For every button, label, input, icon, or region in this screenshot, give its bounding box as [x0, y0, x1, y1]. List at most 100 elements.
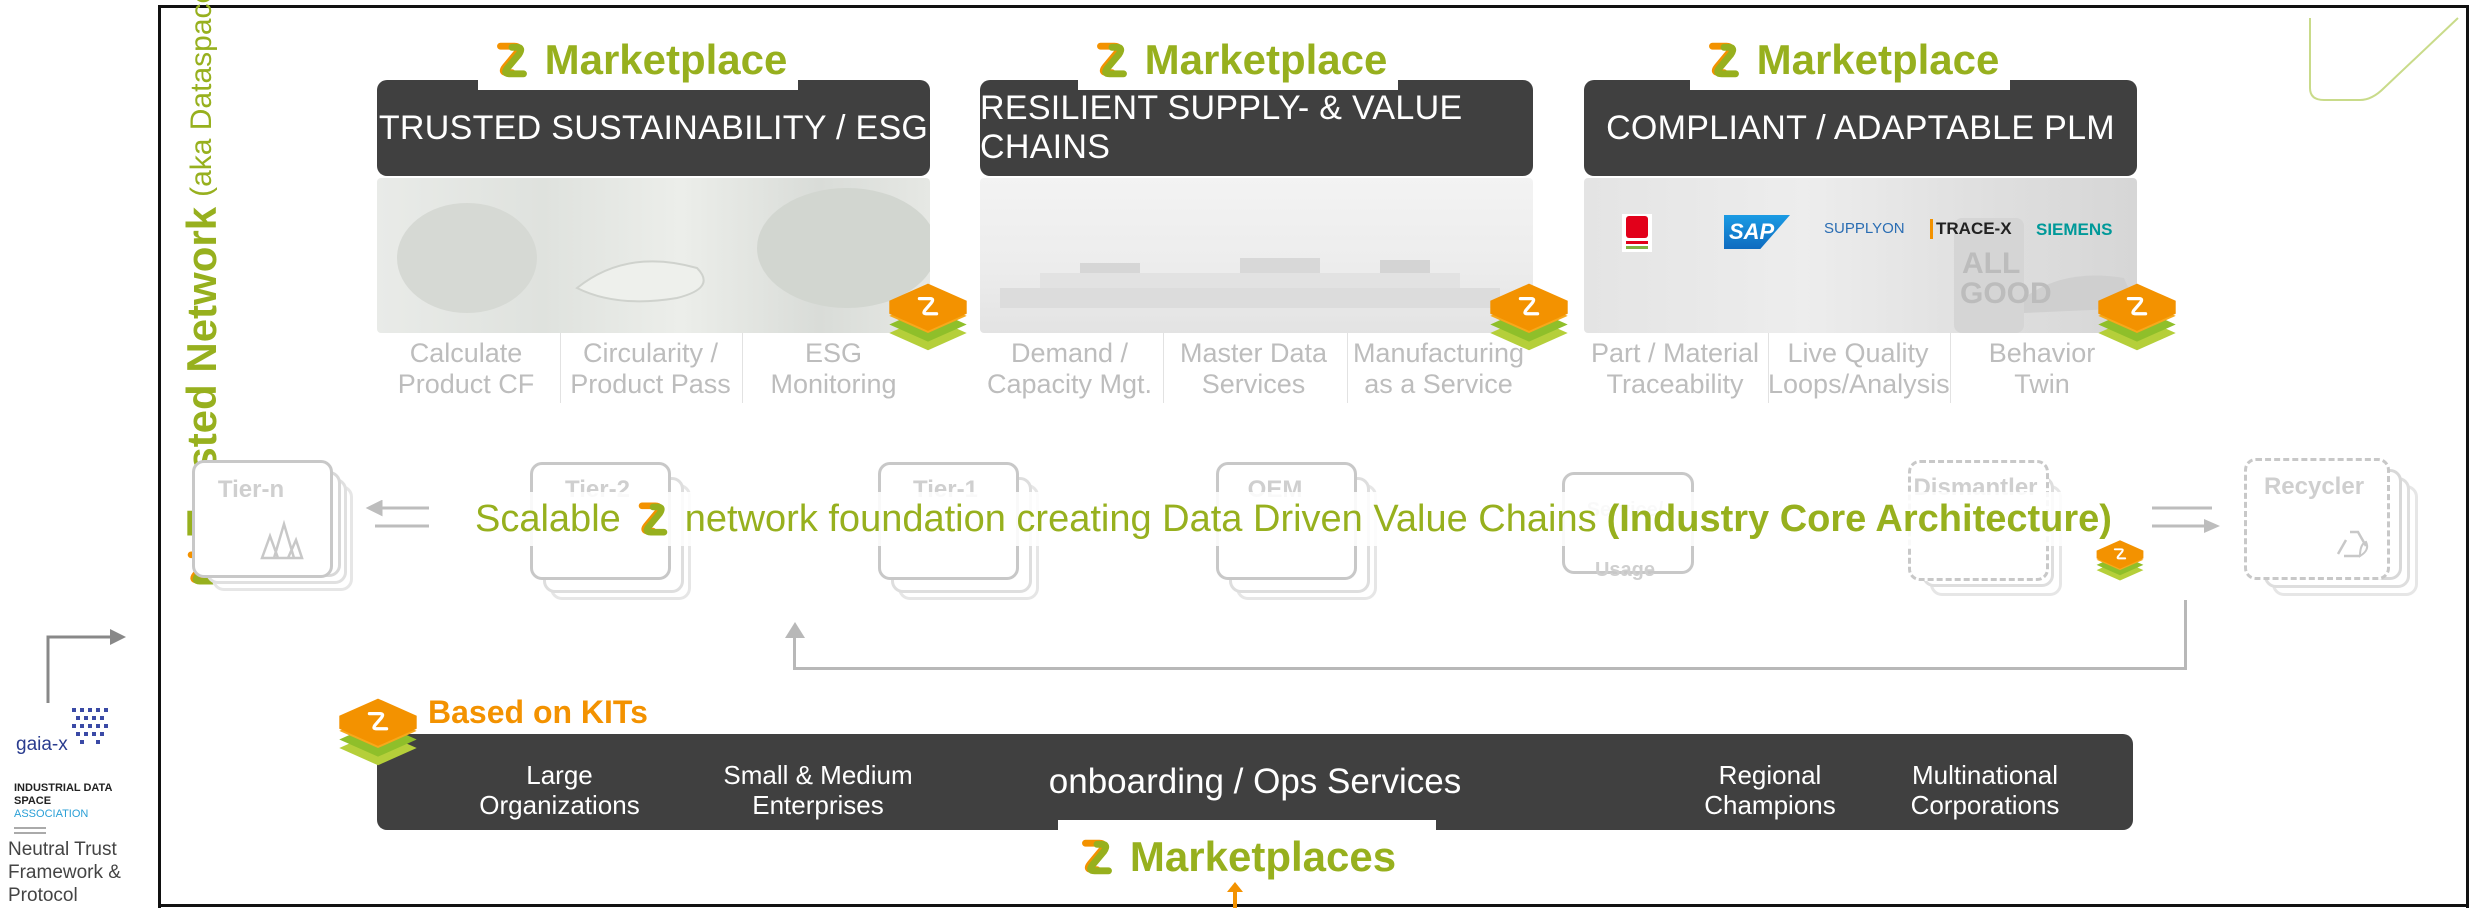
panel-3-service-3: Behavior Twin: [1952, 338, 2132, 400]
service-line-1: Part / Material: [1590, 338, 1760, 368]
bottom-item-line-1: Multinational: [1912, 760, 2058, 790]
panel-2-marketplace-tab: Marketplace: [1078, 30, 1398, 90]
service-separator: [1347, 333, 1348, 403]
panel-3-photo-art: ALL GOOD: [1954, 218, 2137, 333]
bottom-item-line-2: Corporations: [1910, 790, 2060, 820]
headline-mid: network foundation creating Data Driven …: [684, 497, 1597, 540]
gaiax-label: gaia-x: [16, 734, 68, 755]
onboarding-label: onboarding / Ops Services: [1048, 762, 1462, 801]
service-line-1: Demand /: [1010, 338, 1129, 368]
tracex-logo: TRACE-X: [1930, 219, 2012, 239]
panel-1-photo: [377, 178, 930, 333]
neutral-line-3: Protocol: [8, 885, 78, 906]
service-line-1: Manufacturing: [1352, 338, 1525, 368]
photo-sign-text: ALL: [1962, 247, 2020, 280]
tracex-logo-text: TRACE-X: [1936, 219, 2012, 238]
trusted-network-light: (aka Dataspace): [185, 0, 218, 197]
panel-1-marketplace-label: Marketplace: [544, 36, 788, 83]
panel-1-service-1: Calculate Product CF: [381, 338, 551, 400]
onboarding-underline-tab: [1058, 820, 1436, 830]
service-line-2: Traceability: [1606, 369, 1744, 399]
panel-2-header: RESILIENT SUPPLY- & VALUE CHAINS: [980, 80, 1533, 176]
arrow-right-icon: [2152, 506, 2220, 533]
service-line-1: Behavior: [1988, 338, 2096, 368]
panel-1-service-2: Circularity / Product Pass: [563, 338, 738, 400]
panel-1-marketplace-tab: Marketplace: [478, 30, 798, 90]
arrow-up-icon: [1227, 882, 1243, 908]
panel-3-service-2: Live Quality Loops/Analysis: [1768, 338, 1950, 400]
idsa-logo: INDUSTRIAL DATA SPACE ASSOCIATION: [14, 782, 124, 834]
service-line-1: ESG: [804, 338, 863, 368]
service-line-2: Loops/Analysis: [1768, 369, 1950, 399]
panel-2-title: RESILIENT SUPPLY- & VALUE CHAINS: [980, 89, 1463, 166]
arrow-right-icon: [46, 629, 126, 703]
corner-decoration: [2309, 17, 2459, 101]
crystal-icon: [260, 519, 304, 560]
panel-1-photo-art: [397, 188, 930, 313]
supplyon-logo: SUPPLYON: [1824, 220, 1905, 237]
bottom-item-line-1: Small & Medium: [723, 760, 913, 790]
siemens-logo-text: SIEMENS: [2036, 220, 2113, 239]
panel-2-service-2: Master Data Services: [1166, 338, 1341, 400]
service-line-2: Product Pass: [570, 369, 731, 399]
gaiax-grid-icon: [72, 708, 108, 744]
kit-stack-icon: [335, 690, 421, 776]
bottom-item-regional: Regional Champions: [1680, 760, 1860, 820]
panel-3-service-1: Part / Material Traceability: [1585, 338, 1765, 400]
service-separator: [742, 333, 743, 403]
kits-label: Based on KITs: [428, 694, 648, 731]
kit-stack-icon: [2094, 275, 2180, 361]
catena-x-logo-icon: [1089, 37, 1135, 83]
service-line-2: Services: [1201, 369, 1306, 399]
service-line-2: Product CF: [397, 369, 535, 399]
frame-top-line: [158, 5, 2469, 8]
chain-headline: Scalable network foundation creating Dat…: [467, 492, 2120, 546]
panel-2-marketplace-label: Marketplace: [1144, 36, 1388, 83]
panel-3-title: COMPLIANT / ADAPTABLE PLM: [1606, 108, 2115, 147]
bottom-item-line-2: Enterprises: [752, 790, 884, 820]
bottom-center-onboarding: onboarding / Ops Services: [1040, 760, 1470, 804]
photo-sign-text-2: GOOD: [1960, 277, 2052, 310]
siemens-logo: SIEMENS: [2036, 220, 2113, 240]
feedback-line-left: [793, 630, 796, 670]
kits-label-text: Based on KITs: [428, 694, 648, 730]
tier-label: Tier-n: [217, 476, 285, 503]
arrow-up-icon: [785, 622, 805, 638]
bottom-item-line-2: Champions: [1704, 790, 1836, 820]
marketplaces-tab: Marketplaces: [1060, 828, 1410, 886]
service-line-1: Calculate: [409, 338, 523, 368]
idsa-line1: INDUSTRIAL DATA: [14, 782, 113, 794]
feedback-line-bottom: [793, 667, 2187, 670]
panel-1-header: TRUSTED SUSTAINABILITY / ESG: [377, 80, 930, 176]
headline-bold: (Industry Core Architecture): [1606, 497, 2112, 540]
neutral-trust-label: Neutral Trust Framework & Protocol: [8, 838, 121, 907]
panel-2-photo: [980, 178, 1533, 333]
service-line-2: Twin: [2014, 369, 2070, 399]
neutral-line-2: Framework &: [8, 862, 121, 883]
feedback-line-right: [2184, 600, 2187, 670]
panel-3-photo: ALL GOOD: [1584, 178, 2137, 333]
arrow-left-icon: [365, 500, 429, 528]
frame-right-line: [2466, 5, 2469, 908]
panel-2-service-1: Demand / Capacity Mgt.: [982, 338, 1157, 400]
sap-logo-text: SAP: [1729, 219, 1775, 244]
marketplaces-label: Marketplaces: [1129, 833, 1397, 880]
bottom-item-multinational: Multinational Corporations: [1875, 760, 2095, 820]
bottom-item-line-2: Organizations: [479, 790, 640, 820]
kit-stack-icon: [1486, 275, 1572, 361]
bottom-item-sme: Small & Medium Enterprises: [708, 760, 928, 820]
kit-stack-icon: [2094, 535, 2146, 587]
kit-stack-icon: [885, 275, 971, 361]
panel-1-service-3: ESG Monitoring: [746, 338, 921, 400]
service-line-2: Monitoring: [770, 369, 897, 399]
idsa-space: SPACE: [14, 795, 52, 807]
service-line-2: as a Service: [1364, 369, 1513, 399]
panel-3-marketplace-tab: Marketplace: [1690, 30, 2010, 90]
panel-1-title: TRUSTED SUSTAINABILITY / ESG: [378, 108, 929, 147]
tier-label: Recycler: [2263, 473, 2365, 500]
service-line-1: Live Quality: [1787, 338, 1929, 368]
bottom-item-line-1: Regional: [1718, 760, 1822, 790]
edna-logo: [1622, 214, 1652, 252]
supplyon-logo-text: SUPPLYON: [1824, 220, 1905, 237]
panel-3-marketplace-label: Marketplace: [1756, 36, 2000, 83]
